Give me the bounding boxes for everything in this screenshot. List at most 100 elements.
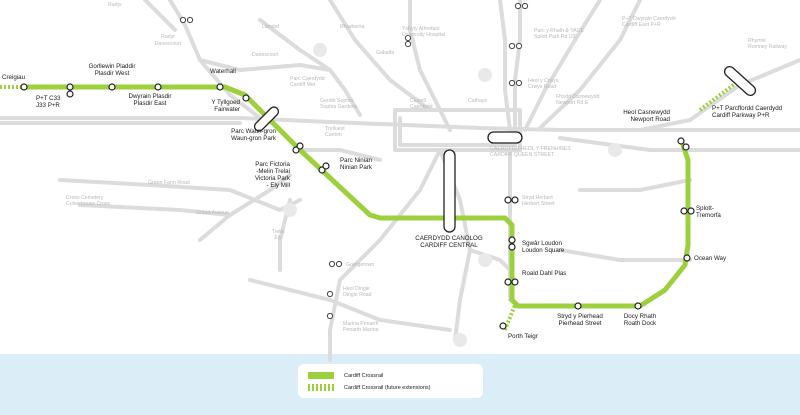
svg-text:Heol y Crwys: Heol y Crwys (528, 78, 559, 84)
label-gorllewin: Gorllewin Pladdir (89, 63, 136, 70)
svg-text:Culverhouse Cross: Culverhouse Cross (66, 201, 111, 207)
svg-text:P+T Dwyrain Caerdydd: P+T Dwyrain Caerdydd (622, 16, 676, 22)
svg-text:Splott Park Rd U3: Splott Park Rd U3 (534, 34, 576, 40)
svg-text:Loudon Square: Loudon Square (522, 247, 565, 254)
svg-text:Danescourt: Danescourt (252, 52, 279, 58)
svg-text:Plasdir East: Plasdir East (133, 100, 166, 107)
svg-text:Rumney Railway: Rumney Railway (748, 44, 787, 50)
svg-text:-Melin Trelai: -Melin Trelai (256, 168, 290, 175)
svg-text:Newport Road: Newport Road (630, 116, 670, 123)
station-newportroad-marker-b (682, 143, 690, 151)
station-gorllewin-marker (108, 83, 116, 91)
svg-text:Cardiff Parkway P+R: Cardiff Parkway P+R (712, 112, 770, 119)
svg-text:Dingle Road: Dingle Road (343, 292, 372, 298)
station-porthteigr-marker (499, 322, 507, 330)
label-newportroad: Heol Casnewydd (623, 109, 670, 116)
svg-text:Cross Cemetery: Cross Cemetery (66, 195, 104, 201)
svg-text:Grangetown: Grangetown (346, 262, 374, 268)
svg-text:Radyr: Radyr (161, 34, 175, 40)
label-ninian: Parc Ninian (340, 157, 373, 164)
station-ninian-marker-b (322, 162, 330, 170)
station-ptc33-marker-a (66, 83, 74, 91)
background-network (0, 0, 800, 362)
svg-text:CARDIFF QUEEN STREET: CARDIFF QUEEN STREET (490, 152, 555, 158)
svg-text:Victoria Park: Victoria Park (255, 175, 291, 182)
label-fairwater: Y Tyllgoed (211, 99, 240, 106)
background-markers (283, 43, 622, 347)
station-dwyrain-marker (154, 83, 162, 91)
label-parkway: P+T Parcffordd Caerdydd (712, 105, 783, 112)
label-roalddahl: Roald Dahl Plas (522, 270, 566, 277)
svg-text:Gabalfa: Gabalfa (376, 50, 394, 56)
label-waungron: Parc Waun-gron (231, 128, 276, 135)
label-roathdock: Docy Rhath (624, 313, 657, 320)
station-pierhead-marker (574, 302, 582, 310)
station-roalddahl-marker-a (504, 278, 512, 286)
label-pierhead: Stryd y Pierhead (557, 313, 603, 320)
svg-text:Crwys Road: Crwys Road (528, 84, 556, 90)
svg-text:Pierhead Street: Pierhead Street (559, 320, 602, 327)
label-waterhall: Waterhall (210, 68, 236, 75)
svg-text:Waun-gron Park: Waun-gron Park (231, 135, 277, 142)
crossrail-station-labels: Creigiau P+T C33 J33 P+R Gorllewin Pladd… (2, 63, 783, 340)
svg-text:Rhiwbeina: Rhiwbeina (340, 24, 364, 30)
station-loudon-marker-a (508, 236, 516, 244)
future-extension-lines (0, 78, 742, 331)
station-herbert-marker-b (511, 196, 519, 204)
svg-text:Grand Avenue: Grand Avenue (196, 210, 229, 216)
svg-text:Gerddi Sophia: Gerddi Sophia (320, 98, 353, 104)
station-waterhall-marker (216, 83, 224, 91)
legend-swatch-dashed (308, 384, 334, 391)
interchange-capsules (253, 65, 757, 233)
svg-text:Caerdydd: Caerdydd (410, 104, 433, 110)
svg-text:CAERDYDD HEOL Y FRENHINES: CAERDYDD HEOL Y FRENHINES (490, 146, 571, 152)
label-porthteigr: Porth Teigr (508, 333, 538, 340)
svg-text:Parc y Rhath & YACE: Parc y Rhath & YACE (534, 28, 585, 34)
legend-label-extensions: Cardiff Crossrail (future extensions) (344, 384, 431, 391)
svg-text:Radyr: Radyr (108, 2, 122, 8)
svg-text:Llandaf: Llandaf (262, 24, 280, 30)
legend-swatch-solid (308, 372, 334, 379)
svg-text:Ninian Park: Ninian Park (340, 164, 373, 171)
svg-text:- Ely Mill: - Ely Mill (267, 182, 290, 189)
background-station-markers (179, 2, 529, 320)
svg-text:Rhymni: Rhymni (748, 38, 766, 44)
station-loudon-marker-b (508, 243, 516, 251)
station-roalddahl-marker-b (511, 278, 519, 286)
svg-text:Castell: Castell (410, 98, 426, 104)
svg-text:Newport Rd E: Newport Rd E (556, 100, 589, 106)
station-fairwater-marker (242, 94, 250, 102)
svg-text:CARDIFF CENTRAL: CARDIFF CENTRAL (420, 242, 478, 249)
svg-text:Tremorfa: Tremorfa (696, 212, 721, 219)
svg-text:Cardiff Met: Cardiff Met (290, 82, 316, 88)
label-splott: Splott- (696, 205, 714, 212)
label-loudon: Sgwâr Loudon (522, 240, 562, 247)
svg-text:Fairwater: Fairwater (214, 106, 240, 113)
svg-text:Danescourt: Danescourt (155, 41, 182, 47)
label-ptc33: P+T C33 (36, 95, 61, 102)
station-splott-marker-b (687, 207, 695, 215)
svg-text:University Hospital: University Hospital (402, 32, 445, 38)
svg-text:J33 P+R: J33 P+R (36, 102, 60, 109)
svg-text:Marina Penarth: Marina Penarth (343, 321, 379, 327)
station-roathdock-marker (634, 302, 642, 310)
svg-text:Ely: Ely (274, 235, 282, 241)
svg-text:Sophia Gardens: Sophia Gardens (320, 104, 358, 110)
legend-row-extensions: Cardiff Crossrail (future extensions) (308, 384, 430, 391)
legend-label-crossrail: Cardiff Crossrail (344, 372, 384, 379)
svg-text:Roath Dock: Roath Dock (624, 320, 657, 327)
station-ptc33-marker-b (66, 90, 74, 98)
svg-text:Trelluest: Trelluest (325, 126, 345, 132)
svg-text:Trelai: Trelai (272, 229, 285, 235)
svg-text:Stryd Herbert: Stryd Herbert (522, 195, 553, 201)
svg-text:Herbert Street: Herbert Street (522, 201, 555, 207)
svg-text:Cathays: Cathays (468, 98, 487, 104)
label-central: CAERDYDD CANOLOG (415, 235, 483, 242)
background-labels: Radyr Radyr Danescourt Danescourt Llanda… (66, 2, 787, 333)
svg-text:Parc Caerdydd: Parc Caerdydd (290, 76, 325, 82)
label-dwyrain: Dwyrain Plasdir (129, 93, 172, 100)
label-oceanway: Ocean Way (694, 255, 727, 262)
station-herbert-marker-a (504, 196, 512, 204)
station-creigiau-marker (20, 83, 28, 91)
